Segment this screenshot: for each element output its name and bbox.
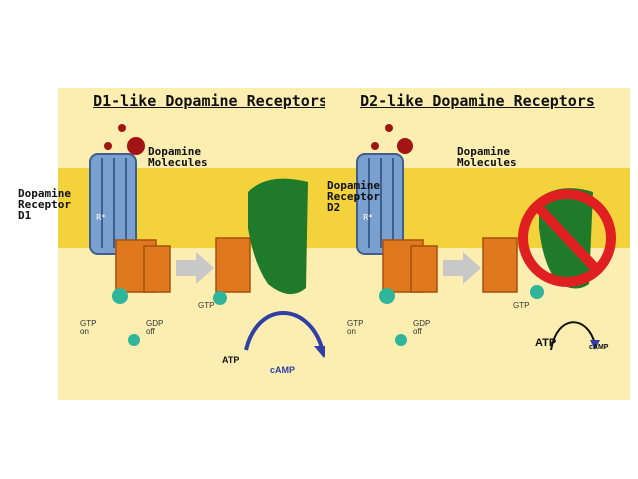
svg-text:R*: R* bbox=[96, 213, 106, 222]
panel-title: D2-like Dopamine Receptors bbox=[360, 92, 595, 110]
panel-title: D1-like Dopamine Receptors bbox=[93, 92, 328, 110]
gdp-ball-icon bbox=[395, 334, 407, 346]
atp-label: ATP bbox=[535, 337, 557, 349]
gdp-off-label: GDP off bbox=[146, 319, 164, 336]
dopamine-molecule bbox=[385, 124, 393, 132]
gtp-label: GTP bbox=[513, 301, 530, 310]
gtp-ball-icon bbox=[112, 288, 128, 304]
inhibition-icon bbox=[518, 189, 616, 287]
activation-arrow bbox=[176, 252, 214, 284]
dopamine-molecule bbox=[397, 138, 413, 154]
gtp-ball-icon bbox=[530, 285, 544, 299]
camp-label: cAMP bbox=[589, 344, 609, 351]
activation-arrow bbox=[443, 252, 481, 284]
gtp-on-label: GTP on bbox=[347, 319, 364, 336]
gtp-on-label: GTP on bbox=[80, 319, 97, 336]
atp-to-camp-arrow bbox=[550, 321, 596, 351]
dopamine-molecule bbox=[118, 124, 126, 132]
d2-receptor-icon: R* bbox=[356, 153, 404, 255]
camp-label: cAMP bbox=[270, 365, 296, 375]
g-protein-icon bbox=[115, 239, 171, 293]
gtp-label: GTP bbox=[198, 301, 215, 310]
receptor-label: Dopamine Receptor D2 bbox=[327, 179, 380, 214]
atp-to-camp-arrow bbox=[244, 311, 324, 351]
dopamine-molecule bbox=[127, 137, 145, 155]
adenylyl-cyclase-icon bbox=[248, 178, 308, 295]
gdp-ball-icon bbox=[128, 334, 140, 346]
dopamine-label: Dopamine Molecules bbox=[148, 145, 208, 169]
dopamine-molecule bbox=[104, 142, 112, 150]
d2-panel: R* D2-like Dopamine Receptors Dopamine M… bbox=[325, 88, 630, 400]
g-alpha-icon bbox=[482, 237, 518, 293]
gtp-ball-icon bbox=[213, 291, 227, 305]
receptor-label: Dopamine Receptor D1 bbox=[18, 187, 71, 222]
d1-pathway-illustration: R* bbox=[58, 88, 363, 400]
d1-panel: R* D1-like Dopamine Receptors Dopamine M… bbox=[18, 88, 363, 400]
g-protein-icon bbox=[382, 239, 438, 293]
g-alpha-icon bbox=[215, 237, 251, 293]
gdp-off-label: GDP off bbox=[413, 319, 431, 336]
dopamine-molecule bbox=[371, 142, 379, 150]
dopamine-label: Dopamine Molecules bbox=[457, 145, 517, 169]
gtp-ball-icon bbox=[379, 288, 395, 304]
d1-receptor-icon: R* bbox=[89, 153, 137, 255]
atp-label: ATP bbox=[222, 355, 240, 365]
d2-pathway-illustration: R* bbox=[325, 88, 630, 400]
svg-text:R*: R* bbox=[363, 213, 373, 222]
